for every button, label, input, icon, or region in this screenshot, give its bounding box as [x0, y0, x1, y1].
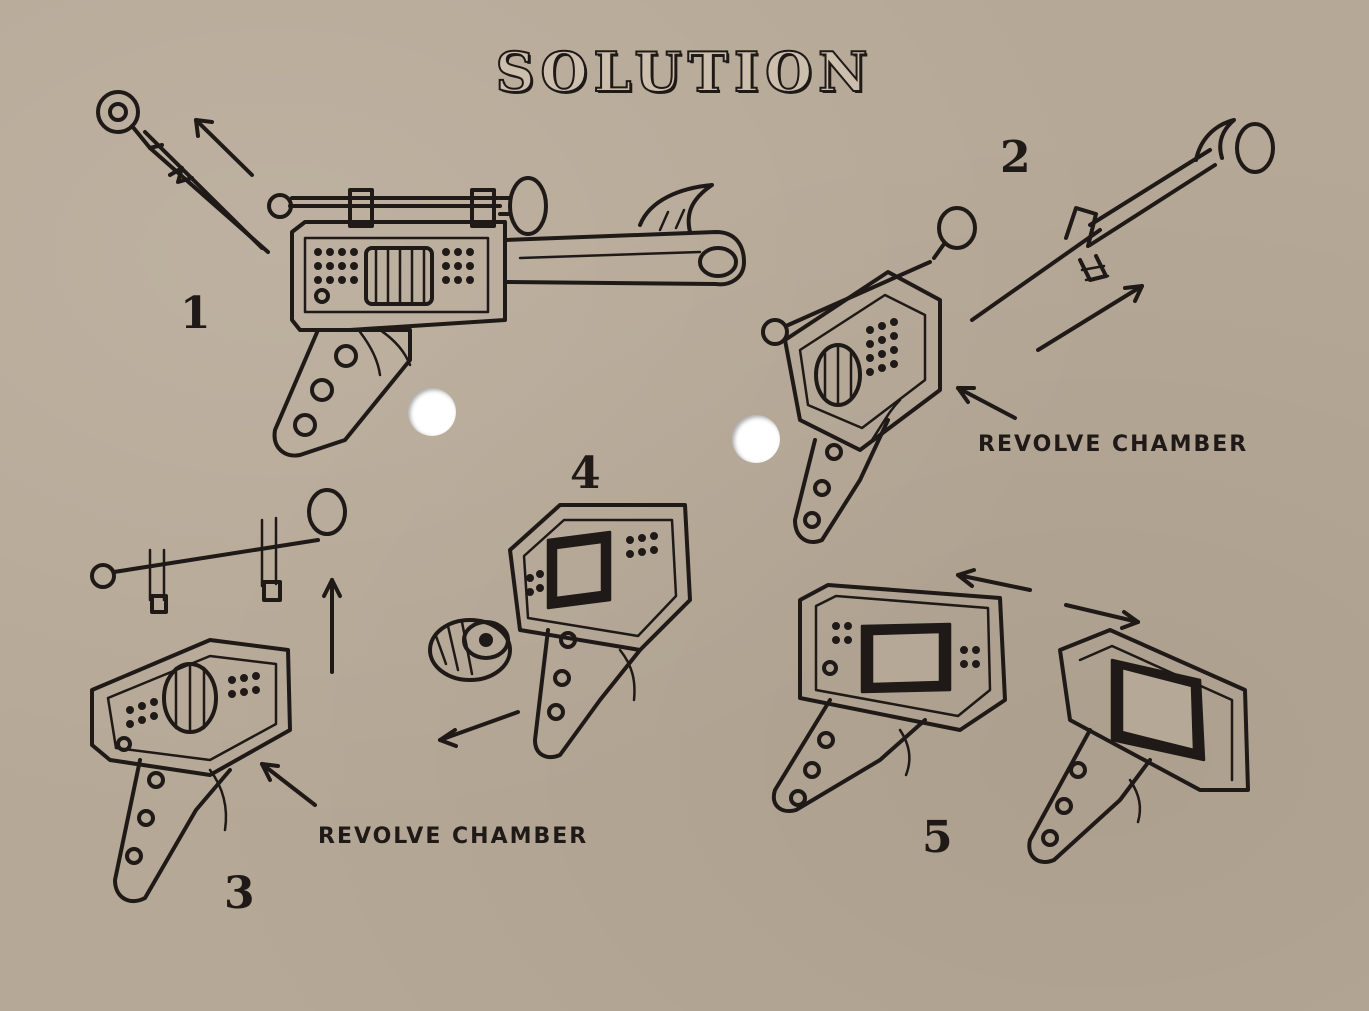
- step-5-arrow-left: [956, 573, 1032, 592]
- step-number-3: 3: [224, 868, 255, 919]
- card-title: SOLUTION: [495, 39, 874, 105]
- step-5-frame-separated: [771, 568, 1250, 864]
- step-1-arrow: [194, 118, 254, 177]
- step-2-arrow: [1036, 284, 1144, 352]
- step-2-partly-disassembled-gun: [761, 118, 1275, 544]
- step-number-2: 2: [1000, 132, 1031, 183]
- step-4-arrow: [438, 710, 520, 742]
- step-5-arrow-right: [1064, 603, 1140, 624]
- step-number-1: 1: [180, 288, 211, 339]
- step-4-loose-chamber: [428, 618, 512, 682]
- callout-revolve-chamber-bottom: REVOLVE CHAMBER: [318, 824, 589, 849]
- step-1-removed-pin: [96, 90, 270, 254]
- step-1-assembled-gun: [96, 90, 746, 458]
- step-2-removed-barrel: [970, 118, 1275, 322]
- punched-hole-left: [408, 388, 456, 436]
- step-4-chamber-removed: [428, 503, 692, 760]
- callout-revolve-chamber-top: REVOLVE CHAMBER: [978, 432, 1249, 457]
- step-number-4: 4: [570, 448, 601, 499]
- punched-hole-right: [732, 415, 780, 463]
- step-3-chamber-revolve: [90, 488, 347, 904]
- step-3-callout-arrow: [260, 762, 317, 807]
- step-number-5: 5: [922, 812, 953, 863]
- step-2-callout-arrow: [956, 386, 1017, 420]
